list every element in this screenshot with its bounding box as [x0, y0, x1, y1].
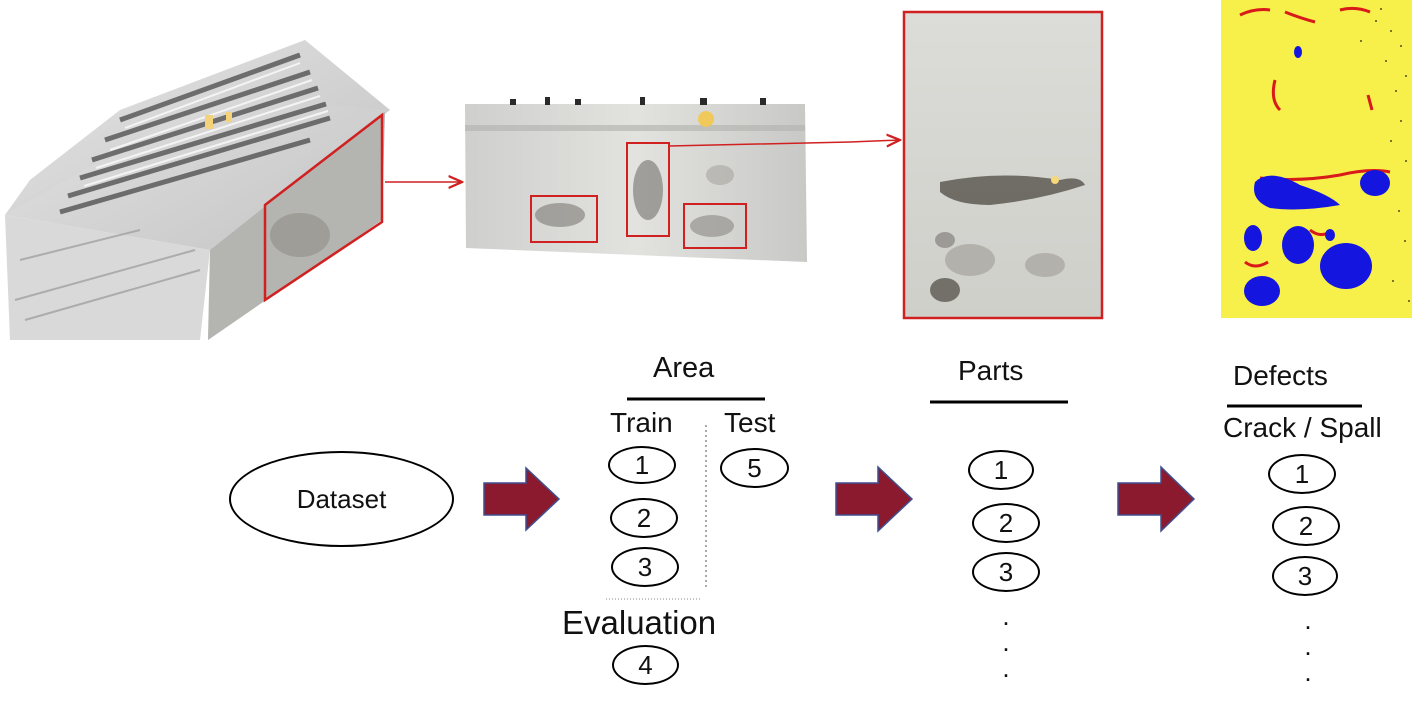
train-area-1: 1 — [608, 446, 676, 484]
parts-heading: Parts — [958, 355, 1024, 386]
evaluation-label: Evaluation — [562, 604, 717, 641]
wall-panorama — [465, 97, 807, 262]
defects-subheading: Crack / Spall — [1223, 412, 1382, 443]
panorama-box-1 — [530, 195, 598, 243]
defects-heading: Defects — [1233, 360, 1328, 391]
defects-ellipsis: . . . — [1304, 605, 1312, 687]
defect-1: 1 — [1268, 454, 1336, 494]
tunnel-highlight-box — [263, 112, 384, 303]
wall-detail-crop — [902, 10, 1104, 320]
dataset-node: Dataset — [229, 451, 454, 547]
test-label: Test — [724, 407, 776, 438]
evaluation-area-4: 4 — [612, 645, 679, 685]
test-area-5: 5 — [720, 448, 789, 488]
part-1: 1 — [968, 450, 1034, 490]
flow-arrow-1 — [483, 466, 561, 532]
panorama-box-3 — [683, 203, 747, 249]
flow-arrow-2 — [835, 465, 914, 533]
defect-2: 2 — [1272, 506, 1340, 546]
part-3: 3 — [972, 552, 1040, 592]
defect-segmentation-mask — [1221, 0, 1412, 318]
flow-arrow-3 — [1117, 465, 1196, 533]
train-area-3: 3 — [611, 547, 679, 587]
zoom-arrow-2 — [668, 140, 900, 146]
train-area-2: 2 — [610, 498, 678, 538]
parts-ellipsis: . . . — [1002, 601, 1010, 683]
train-label: Train — [610, 407, 673, 438]
point-cloud-tunnel — [5, 40, 390, 340]
panorama-box-2 — [626, 142, 670, 237]
area-heading: Area — [653, 352, 715, 384]
part-2: 2 — [972, 503, 1040, 543]
defect-3: 3 — [1272, 556, 1338, 596]
